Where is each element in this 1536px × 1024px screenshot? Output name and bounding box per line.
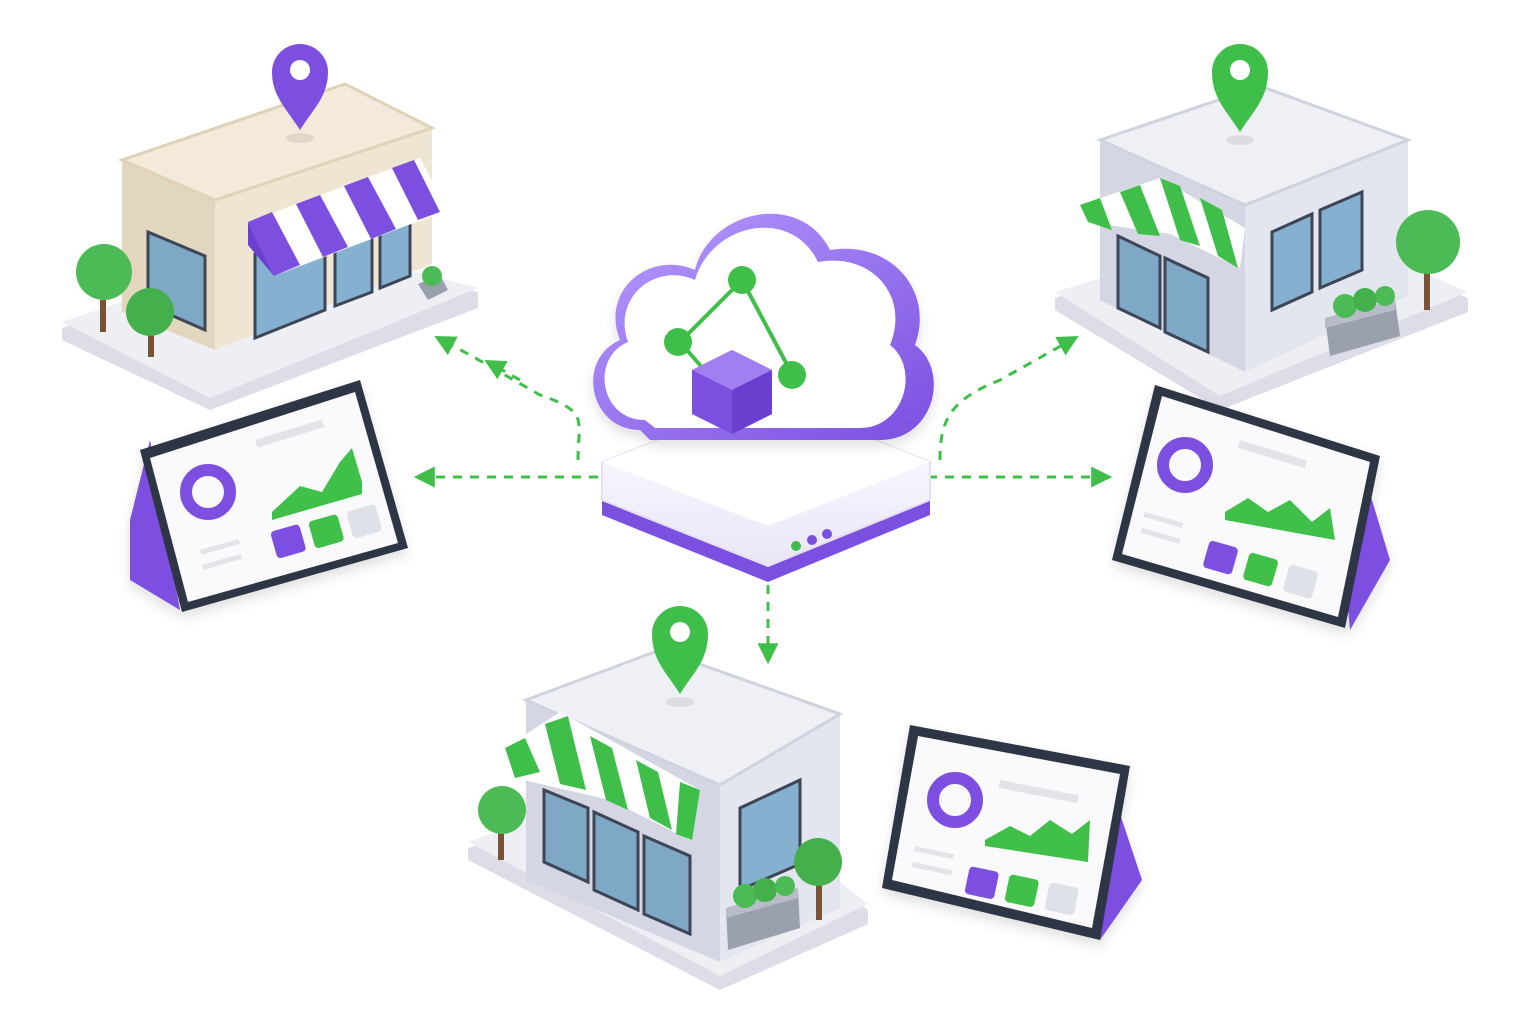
status-dot-icon — [807, 535, 817, 545]
status-dot-icon — [822, 529, 832, 539]
store-bottom — [468, 606, 868, 990]
tablet-bottom — [882, 725, 1142, 940]
tablet-right — [1112, 385, 1390, 630]
connector-hub-to-store-top-right — [940, 338, 1075, 460]
cloud-hub — [593, 214, 934, 582]
status-dot-icon — [791, 541, 801, 551]
store-top-right — [1055, 44, 1468, 410]
connector-hub-to-store-top-left — [438, 338, 579, 460]
connector-hub-to-store-top-left-arrow — [488, 362, 520, 380]
tablet-left — [130, 380, 408, 612]
store-top-left — [62, 44, 478, 410]
